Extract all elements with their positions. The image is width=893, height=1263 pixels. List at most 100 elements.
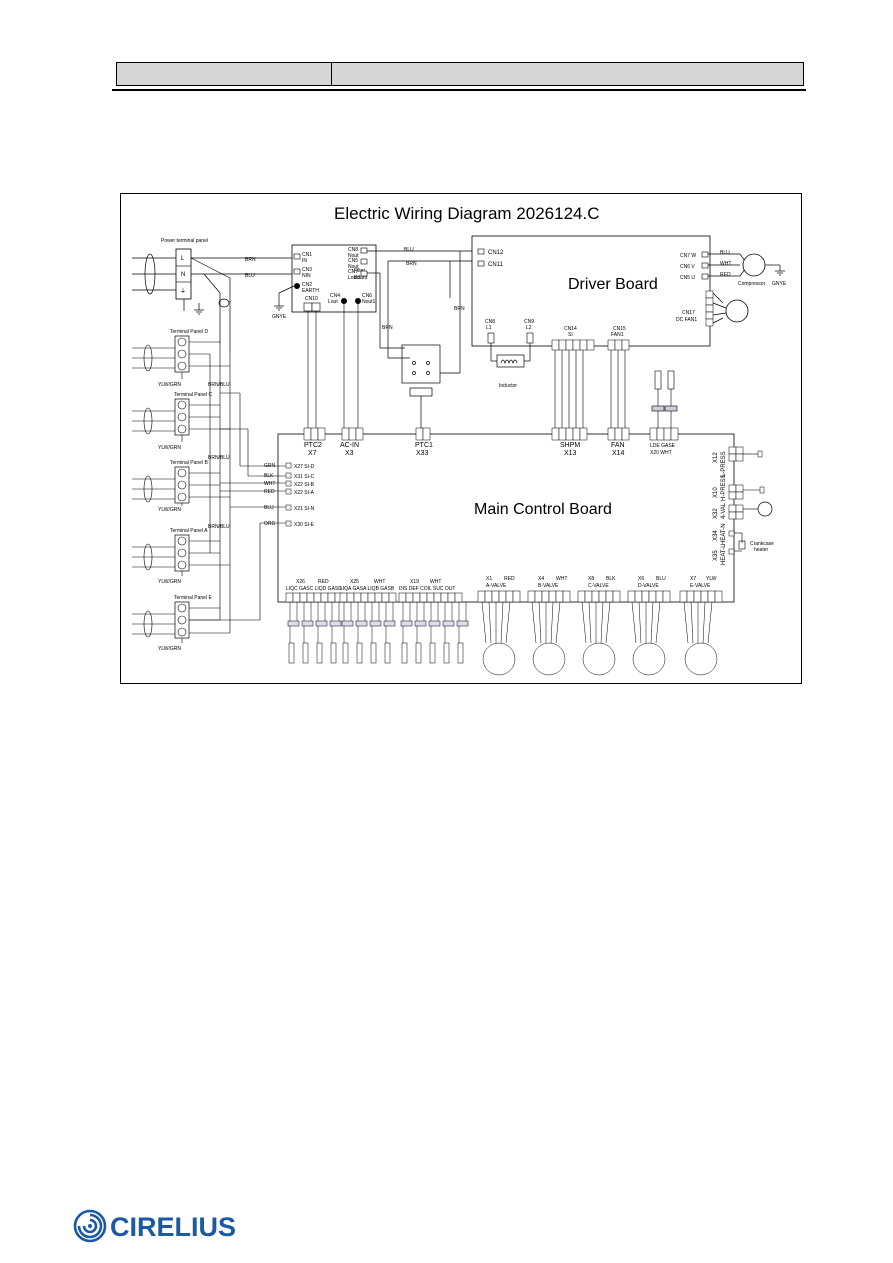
- terminal-panel-e-earth: YLW/GRN: [158, 646, 181, 652]
- driver-board: Driver Board CN12 CN11 CN8 L1 CN9 L2 CN1…: [471, 235, 711, 347]
- heat-l-label: HEAT-L: [721, 544, 727, 565]
- x12-label: X12: [713, 452, 719, 463]
- valve-d-name: D-VALVE: [638, 583, 659, 589]
- valve-b-x: X4: [538, 576, 544, 582]
- cn7w-label: CN7 W: [680, 253, 696, 259]
- x26-red-label: RED: [318, 579, 329, 585]
- terminal-panel-a-earth: YLW/GRN: [158, 579, 181, 585]
- cn7-label: CN7: [348, 269, 358, 275]
- crankcase-label: Crankcase: [750, 541, 774, 547]
- ptc1-label: PTC1: [415, 442, 433, 449]
- sensor-pin: [412, 592, 421, 603]
- x19-pins-label: DIS DEF COIL SUC OUT: [399, 586, 456, 592]
- x7-label: X7: [308, 450, 317, 457]
- cn8-nout-label: Nout: [348, 253, 359, 259]
- sensor-pin: [327, 592, 336, 603]
- sensor-pin: [346, 592, 355, 603]
- valve-c-x: X8: [588, 576, 594, 582]
- valve-a-color: RED: [504, 576, 515, 582]
- temperature-probe: [428, 602, 441, 664]
- temperature-probe: [456, 602, 469, 664]
- expansion-valve-coil: [627, 590, 671, 676]
- x35-label: X35: [713, 550, 719, 561]
- sensor-pin: [367, 592, 376, 603]
- terminal-panel-a-label: Terminal Panel A: [170, 528, 208, 534]
- cn17-label: CN17: [682, 310, 695, 316]
- wire-label-wht-comp: WHT: [720, 261, 731, 267]
- four-way-valve-coil: [757, 501, 773, 517]
- port-x31: X31 SI-C: [294, 474, 315, 480]
- sensor-pin: [313, 592, 322, 603]
- expansion-valve-coil: [527, 590, 571, 676]
- terminal-panel-a: Terminal Panel A YLW/GRN: [158, 528, 208, 585]
- x20-wht-label: X20 WHT: [650, 450, 672, 456]
- si-label: SI: [568, 332, 573, 338]
- panel-wire-label-3: BRN/BLU: [208, 524, 230, 530]
- cn6v-label: CN6 V: [680, 264, 695, 270]
- valve-e: X7 YLW E-VALVE: [690, 576, 717, 589]
- valve-c-color: BLK: [606, 576, 616, 582]
- terminal-panel-c-earth: YLW/GRN: [158, 445, 181, 451]
- expansion-valve-coil: [477, 590, 521, 676]
- cn15-label: CN15: [613, 326, 626, 332]
- driver-main-wires: [307, 304, 626, 428]
- expansion-valve-coil: [679, 590, 723, 676]
- l-press-label: L-PRESS: [721, 451, 727, 477]
- power-terminal-panel: Power terminal panel L N ⏚: [161, 238, 208, 300]
- right-port-wires: [734, 453, 760, 552]
- lde-gase-sensors: [651, 370, 678, 428]
- wire-label-blu-in: BLU: [245, 273, 255, 279]
- cn8-driver-label: CN8: [485, 319, 495, 325]
- cn1-in-label: IN: [302, 258, 307, 264]
- cn2-label: CN2: [302, 282, 312, 288]
- x34-label: X34: [713, 530, 719, 541]
- ptc2-label: PTC2: [304, 442, 322, 449]
- cn8-label: CN8: [348, 247, 358, 253]
- cn9-label: CN9: [524, 319, 534, 325]
- terminal-panel-b-earth: YLW/GRN: [158, 507, 181, 513]
- power-panel-title: Power terminal panel: [161, 238, 208, 244]
- temperature-probe: [301, 602, 314, 664]
- valve-e-color: YLW: [706, 576, 717, 582]
- valve-a-name: A-VALVE: [486, 583, 507, 589]
- temperature-probe: [400, 602, 413, 664]
- sensor-pin: [405, 592, 414, 603]
- header-table-bar: [116, 62, 804, 86]
- driver-connector-blocks: [551, 290, 714, 351]
- temperature-probe: [329, 602, 342, 664]
- sensor-pin: [433, 592, 442, 603]
- cn2-earth-label: EARTH: [302, 288, 319, 294]
- x25-wht-label: WHT: [374, 579, 385, 585]
- sensor-pin: [419, 592, 428, 603]
- x19-label: X19: [410, 579, 419, 585]
- cn10-label: CN10: [305, 296, 318, 302]
- cn3-label: CN3: [302, 267, 312, 273]
- cn5-label: CN5: [348, 258, 358, 264]
- 4-val-label: 4-VAL: [721, 502, 727, 519]
- sensor-pin: [440, 592, 449, 603]
- main-top-connector-blocks: [303, 427, 679, 441]
- temperature-probe: [369, 602, 382, 664]
- valve-e-x: X7: [690, 576, 696, 582]
- l1-label: L1: [486, 325, 492, 331]
- sensor-pin: [398, 592, 407, 603]
- valve-d-color: BLU: [656, 576, 666, 582]
- x25-pins-label: LIQA GASA LIQB GASB: [340, 586, 395, 592]
- filter-board-title-1: Filter: [354, 268, 365, 274]
- port-color-wht: WHT: [264, 481, 275, 487]
- x32-label: X32: [713, 508, 719, 519]
- cn6-nout1-label: Nout1: [362, 299, 376, 305]
- port-x22b: X22 SI-B: [294, 482, 315, 488]
- x13-label: X13: [564, 450, 577, 457]
- valve-b: X4 WHT B-VALVE: [538, 576, 567, 589]
- valve-d-x: X6: [638, 576, 644, 582]
- x26-label: X26: [296, 579, 305, 585]
- sensor-pin: [320, 592, 329, 603]
- panel-wire-label-2: BRN/BLU: [208, 455, 230, 461]
- earth-icon: [194, 303, 204, 315]
- port-color-org: ORG: [264, 521, 276, 527]
- port-x22a: X22 SI-A: [294, 490, 315, 496]
- valve-b-color: WHT: [556, 576, 567, 582]
- x26-pins-label: LIQC GASC LIQD GASD: [286, 586, 342, 592]
- diagram-title: Electric Wiring Diagram 2026124.C: [334, 204, 600, 223]
